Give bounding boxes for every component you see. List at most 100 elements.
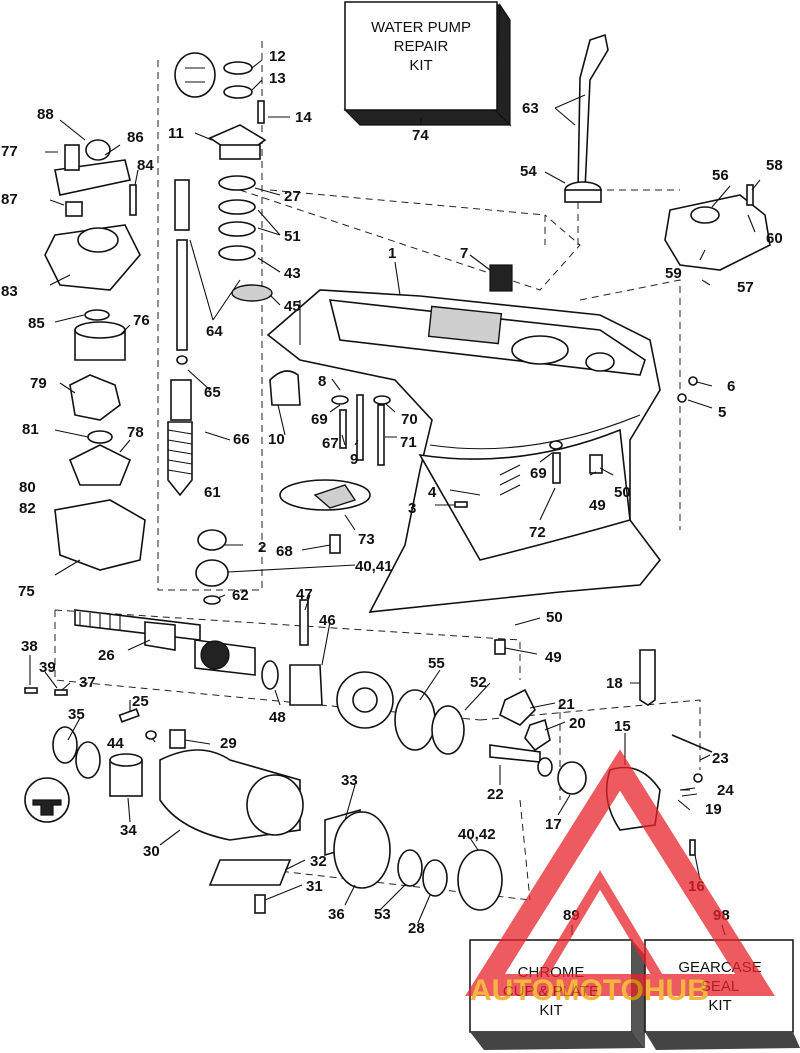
callout-2: 2	[258, 539, 266, 556]
callout-56: 56	[712, 167, 729, 184]
callout-80: 80	[19, 479, 36, 496]
callout-71: 71	[400, 434, 417, 451]
callout-43: 43	[284, 265, 301, 282]
callout-44: 44	[107, 735, 124, 752]
callout-49b: 49	[545, 649, 562, 666]
callout-labels: 12 13 14 11 74 63 88 86 77 84 87 83 27 5…	[1, 48, 783, 937]
callout-4: 4	[428, 484, 437, 501]
upper-seal-stack	[174, 52, 273, 302]
water-pump-kit-line3: KIT	[409, 57, 432, 74]
callout-18: 18	[606, 675, 623, 692]
callout-88: 88	[37, 106, 54, 123]
callout-78: 78	[127, 424, 144, 441]
callout-1: 1	[388, 245, 396, 262]
callout-49a: 49	[589, 497, 606, 514]
propeller-shaft-assembly	[24, 599, 465, 755]
driveshaft-assembly	[167, 179, 193, 497]
callout-23: 23	[712, 750, 729, 767]
callout-28: 28	[408, 920, 425, 937]
water-pump-assembly	[44, 139, 146, 571]
bearing-carrier-assembly	[24, 708, 503, 914]
callout-73: 73	[358, 531, 375, 548]
callout-46: 46	[319, 612, 336, 629]
callout-21: 21	[558, 696, 575, 713]
callout-85: 85	[28, 315, 45, 332]
callout-34: 34	[120, 822, 137, 839]
callout-36: 36	[328, 906, 345, 923]
callout-82: 82	[19, 500, 36, 517]
chrome-kit-line3: KIT	[539, 1002, 562, 1019]
callout-60: 60	[766, 230, 783, 247]
callout-22: 22	[487, 786, 504, 803]
callout-47: 47	[296, 586, 313, 603]
callout-24: 24	[717, 782, 734, 799]
callout-68: 68	[276, 543, 293, 560]
callout-20: 20	[569, 715, 586, 732]
callout-17: 17	[545, 816, 562, 833]
callout-48: 48	[269, 709, 286, 726]
callout-63: 63	[522, 100, 539, 117]
water-pump-kit-line2: REPAIR	[394, 38, 449, 55]
callout-50b: 50	[546, 609, 563, 626]
callout-50a: 50	[614, 484, 631, 501]
callout-69b: 69	[530, 465, 547, 482]
callout-55: 55	[428, 655, 445, 672]
callout-76: 76	[133, 312, 150, 329]
callout-10: 10	[268, 431, 285, 448]
callout-6: 6	[727, 378, 735, 395]
shift-mechanism-parts	[489, 639, 713, 856]
callout-29: 29	[220, 735, 237, 752]
automotohub-watermark: AUTOMOTOHUB	[465, 749, 775, 1007]
callout-84: 84	[137, 157, 154, 174]
callout-59: 59	[665, 265, 682, 282]
callout-39: 39	[39, 659, 56, 676]
shift-rod-assembly	[489, 33, 771, 403]
water-pump-repair-kit-box: WATER PUMP REPAIR KIT	[343, 1, 512, 127]
callout-52: 52	[470, 674, 487, 691]
callout-31: 31	[306, 878, 323, 895]
callout-74: 74	[412, 127, 429, 144]
seal-kit-line3: KIT	[708, 997, 731, 1014]
callout-27: 27	[284, 188, 301, 205]
callout-64: 64	[206, 323, 223, 340]
callout-75: 75	[18, 583, 35, 600]
callout-72: 72	[529, 524, 546, 541]
callout-8: 8	[318, 373, 326, 390]
callout-51: 51	[284, 228, 301, 245]
callout-70: 70	[401, 411, 418, 428]
callout-19: 19	[705, 801, 722, 818]
callout-79: 79	[30, 375, 47, 392]
callout-37: 37	[79, 674, 96, 691]
callout-77: 77	[1, 143, 18, 160]
callout-3: 3	[408, 500, 416, 517]
callout-69a: 69	[311, 411, 328, 428]
callout-66: 66	[233, 431, 250, 448]
middle-fasteners	[195, 370, 603, 605]
callout-5: 5	[718, 404, 726, 421]
callout-62: 62	[232, 587, 249, 604]
callout-26: 26	[98, 647, 115, 664]
callout-33: 33	[341, 772, 358, 789]
callout-7: 7	[460, 245, 468, 262]
callout-65: 65	[204, 384, 221, 401]
water-pump-kit-line1: WATER PUMP	[371, 19, 471, 36]
callout-13: 13	[269, 70, 286, 87]
callout-12: 12	[269, 48, 286, 65]
callout-14: 14	[295, 109, 312, 126]
callout-61: 61	[204, 484, 221, 501]
callout-38: 38	[21, 638, 38, 655]
gearcase-housing	[266, 289, 662, 613]
callout-83: 83	[1, 283, 18, 300]
callout-58: 58	[766, 157, 783, 174]
callout-57: 57	[737, 279, 754, 296]
callout-9: 9	[350, 451, 358, 468]
callout-86: 86	[127, 129, 144, 146]
callout-11: 11	[168, 125, 184, 142]
callout-32: 32	[310, 853, 327, 870]
callout-30: 30	[143, 843, 160, 860]
callout-81: 81	[22, 421, 39, 438]
callout-54: 54	[520, 163, 537, 180]
callout-40-42: 40,42	[458, 826, 496, 843]
callout-45: 45	[284, 298, 301, 315]
